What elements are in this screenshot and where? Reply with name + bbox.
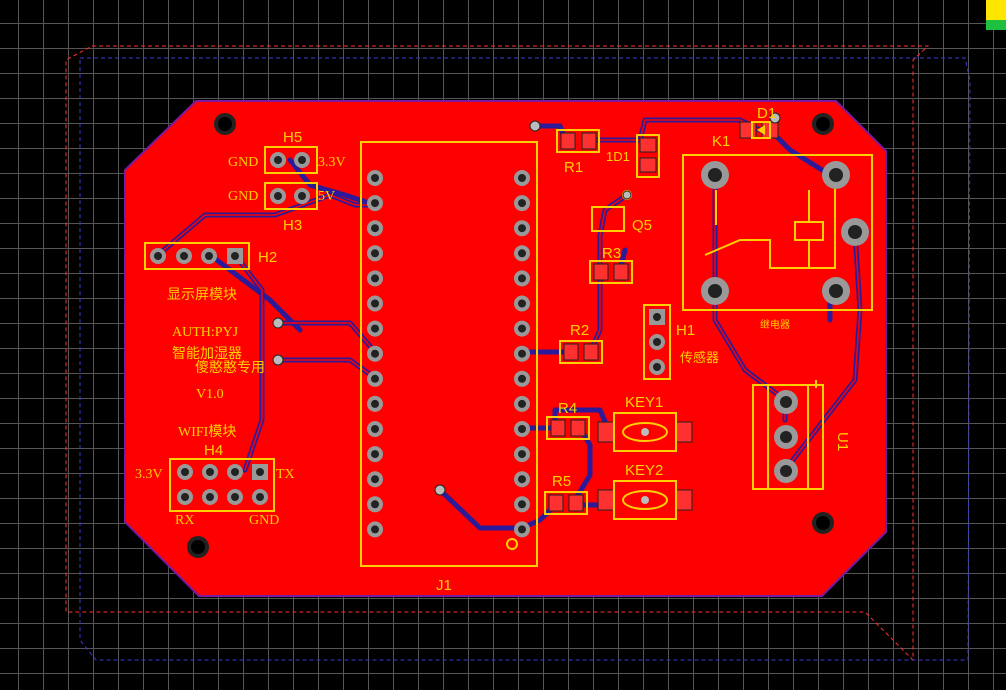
j1-pin-hole — [518, 249, 526, 258]
j1-outline — [360, 141, 538, 567]
label-version: V1.0 — [196, 387, 224, 402]
j1-pin-hole — [518, 299, 526, 308]
label-5v-h3: 5V — [318, 189, 335, 204]
key2-footprint — [597, 480, 693, 520]
label-wifi-module: WIFI模块 — [178, 424, 236, 440]
label-3v3-h5: 3.3V — [318, 155, 346, 170]
j1-pin-hole — [518, 174, 526, 182]
u1-footprint — [752, 380, 824, 490]
j1-pin-hole — [518, 475, 526, 484]
layer-color-indicator — [986, 0, 1006, 30]
id1-outline — [636, 134, 660, 178]
ref-r5: R5 — [552, 473, 571, 490]
ref-id1: 1D1 — [606, 149, 630, 164]
h2-pins — [150, 248, 243, 264]
label-tx: TX — [276, 467, 295, 482]
label-gnd-h5: GND — [228, 155, 258, 170]
label-display-module: 显示屏模块 — [167, 287, 237, 303]
h4-pins — [177, 464, 268, 505]
j1-pin-hole — [518, 374, 526, 383]
j1-pin-hole — [518, 500, 526, 509]
ref-d1: D1 — [757, 105, 776, 122]
ref-r2: R2 — [570, 322, 589, 339]
r5-outline — [544, 491, 588, 515]
board-copper — [124, 100, 887, 597]
j1-pin-hole — [371, 274, 379, 283]
ref-q5: Q5 — [632, 217, 652, 234]
label-rx: RX — [175, 513, 194, 528]
j1-pin-hole — [518, 450, 526, 459]
key1-footprint — [597, 412, 693, 452]
label-3v3-h4: 3.3V — [135, 467, 163, 482]
ref-h3: H3 — [283, 217, 302, 234]
j1-pin-hole — [371, 525, 379, 534]
ref-j1: J1 — [436, 577, 452, 594]
ref-h2: H2 — [258, 249, 277, 266]
ref-r4: R4 — [558, 400, 577, 417]
q5-outline — [591, 206, 625, 232]
j1-pin-hole — [371, 199, 379, 208]
r4-outline — [546, 416, 590, 440]
r2-outline — [559, 340, 603, 364]
j1-pin-hole — [371, 374, 379, 383]
j1-pin-hole — [518, 274, 526, 283]
j1-pin-hole — [371, 450, 379, 459]
j1-pin-hole — [518, 525, 526, 534]
label-dedication: 傻憨憨专用 — [195, 360, 265, 376]
h1-outline — [643, 304, 671, 380]
h5-h3-pins — [270, 152, 310, 204]
j1-pins — [367, 170, 530, 538]
j1-pin-hole — [371, 500, 379, 509]
j1-pin-hole — [371, 399, 379, 408]
ref-u1: U1 — [834, 432, 851, 451]
ref-r3: R3 — [602, 245, 621, 262]
ref-h5: H5 — [283, 129, 302, 146]
j1-pin-hole — [518, 399, 526, 408]
j1-pin-hole — [371, 349, 379, 358]
ref-k1: K1 — [712, 133, 730, 150]
h3-outline — [264, 182, 318, 210]
label-product: 智能加湿器 — [172, 346, 242, 362]
ref-key1: KEY1 — [625, 394, 663, 411]
k1-footprint — [682, 154, 873, 311]
d1-footprint — [739, 121, 779, 139]
label-author: AUTH:PYJ — [172, 325, 239, 340]
h4-outline — [169, 458, 275, 512]
j1-pin-hole — [371, 324, 379, 333]
mounting-holes — [187, 113, 834, 558]
j1-pin-hole — [371, 224, 379, 233]
j1-pin-hole — [518, 349, 526, 358]
label-gnd-h3: GND — [228, 189, 258, 204]
j1-pin-hole — [518, 425, 526, 433]
j1-pin-hole — [371, 174, 379, 182]
ref-r1: R1 — [564, 159, 583, 176]
j1-pin-hole — [371, 299, 379, 308]
h1-pins — [649, 309, 665, 375]
j1-pin-hole — [371, 475, 379, 484]
j1-pin-hole — [518, 199, 526, 208]
ref-h4: H4 — [204, 442, 223, 459]
j1-pin-hole — [371, 249, 379, 258]
ref-h1: H1 — [676, 322, 695, 339]
label-relay: 继电器 — [760, 318, 790, 331]
j1-pin-hole — [371, 425, 379, 433]
label-gnd-h4: GND — [249, 513, 279, 528]
bottom-outline — [79, 57, 971, 661]
h5-outline — [264, 146, 318, 174]
h2-outline — [144, 242, 250, 270]
ref-key2: KEY2 — [625, 462, 663, 479]
j1-pin-hole — [518, 324, 526, 333]
j1-pin-hole — [518, 224, 526, 233]
r1-outline — [556, 129, 600, 153]
vias — [272, 112, 781, 496]
label-sensor: 传感器 — [680, 350, 719, 365]
r3-outline — [589, 260, 633, 284]
